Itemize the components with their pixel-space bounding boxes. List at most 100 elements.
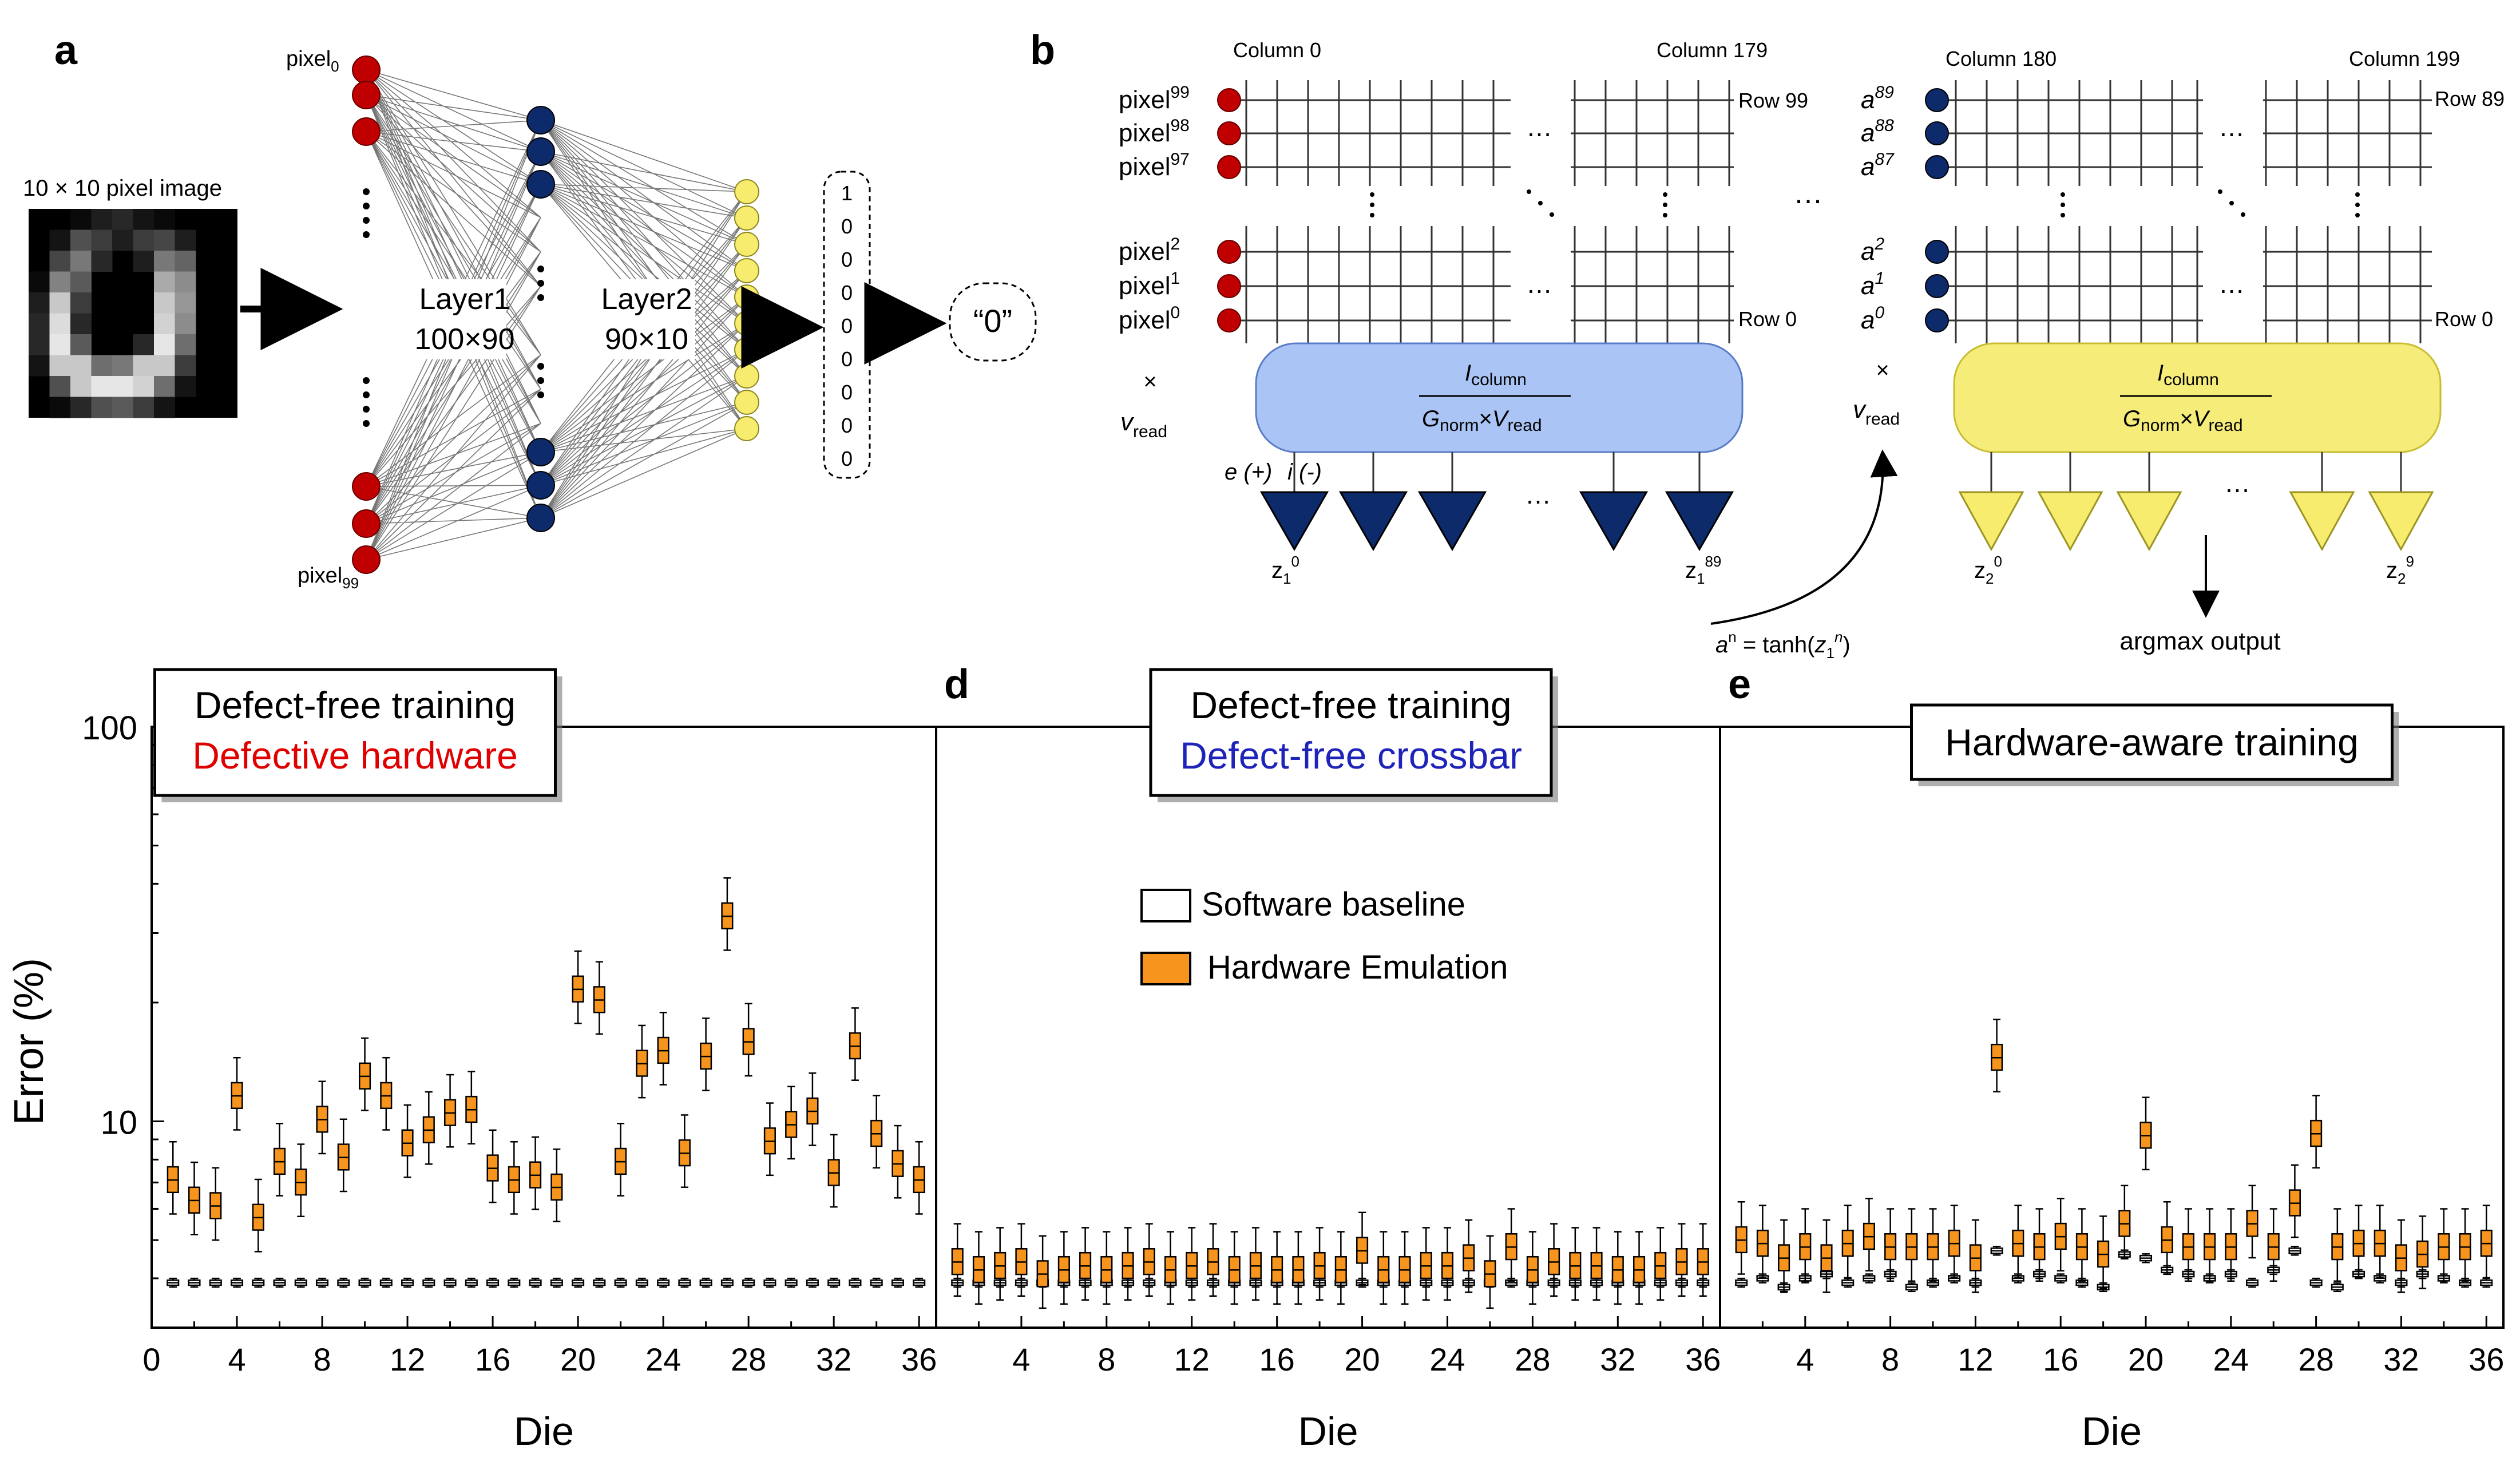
output-vector-value: 0 [841,447,853,470]
row-dots-bottom: … [2218,269,2245,299]
legend-swatch-hardware [1140,952,1191,985]
z2-first-label: z20 [1974,553,2002,587]
pixel-row-base: pixel [1119,272,1171,300]
neuron-triangle [1665,491,1734,552]
box2-denominator: Gnorm×Vread [2123,406,2243,435]
row-label-99: Row 99 [1738,89,1808,112]
pixel-cell [154,209,175,230]
panel-a: 10 × 10 pixel image pixel0 pixel99 Layer… [23,47,1037,592]
pixel-cell [49,271,71,293]
pixel-cell [175,355,196,377]
layer2-name: Layer2 [601,283,692,316]
a-row-label: a88 [1861,116,1894,147]
input-node [352,117,381,146]
output-vector-value: 0 [841,248,853,271]
pixel-cell [175,229,196,251]
pixel-cell [112,397,133,418]
input-node [352,509,381,538]
pixel-row-label: pixel97 [1119,150,1190,181]
pixel-row-label: pixel2 [1119,235,1180,266]
x-axis-label: Die [1298,1409,1358,1454]
pixel-cell [133,229,154,251]
vread-right: vread [1853,395,1900,429]
layer1-dims: 100×90 [415,323,515,356]
hidden-node [526,106,555,134]
a-row-base: a [1861,306,1875,334]
a-row-label: a2 [1861,235,1884,266]
pixel-cell [49,355,71,377]
pixel-cell [29,313,50,335]
panel-label-a: a [54,27,78,73]
x-tick-label: 8 [1881,1341,1899,1377]
pixel-row-index: 99 [1171,83,1190,102]
argmax-label: argmax output [2119,627,2280,655]
row-dots-top: … [1526,112,1552,142]
ellipsis-dot [537,377,544,384]
x-tick-label: 32 [816,1341,851,1377]
vertical-dot [2061,203,2065,207]
pixel-cell [133,376,154,397]
panel-label-e: e [1728,662,1751,707]
x-tick-label: 28 [731,1341,766,1377]
neuron-triangle [2037,491,2103,552]
x-tick-label: 4 [1012,1341,1030,1377]
box1-denominator: Gnorm×Vread [1422,406,1542,435]
pixel-cell [154,271,175,293]
pixel-cell [112,229,133,251]
pixel-cell [49,229,71,251]
pixel-cell [49,313,71,335]
vertical-dot [1663,213,1667,217]
pixel-cell [70,271,92,293]
a-row-label: a87 [1861,150,1895,181]
plot-frame [150,726,2505,1329]
network-nodes [352,56,759,574]
pixel-row-index: 1 [1171,269,1180,288]
hidden-node [526,471,555,500]
pixel-cell [29,355,50,377]
hidden-node [526,438,555,466]
pixel-cell [91,229,113,251]
dots-between-crossbars: … [1793,177,1823,210]
x-tick-label: 20 [2128,1341,2164,1377]
pixel-cell [112,355,133,377]
col-label-0: Column 0 [1233,38,1321,62]
input-dot-red [1217,240,1241,264]
normalization-box-1 [1255,342,1744,453]
output-node [734,337,759,362]
a-row-index: 87 [1875,150,1895,169]
output-node [734,258,759,283]
dots-tri1: … [1525,480,1551,509]
activation-label: an = tanh(z1n) [1715,628,1851,662]
a-row-base: a [1861,86,1875,114]
a-row-index: 89 [1875,83,1894,102]
box2-numerator: Icolumn [2157,361,2219,389]
pixel-cell [29,292,50,314]
pixel-row-label: pixel98 [1119,116,1190,147]
pixel-cell [175,271,196,293]
pixel-row-label: pixel99 [1119,83,1190,114]
output-vector-value: 0 [841,314,853,338]
input-node [352,545,381,574]
diagonal-dot [1527,189,1531,194]
input-dot-red [1217,121,1241,145]
pixel-cell [133,334,154,355]
vertical-dot [1370,192,1374,197]
pixel-row-base: pixel [1119,237,1171,266]
x-tick-label: 8 [1097,1341,1115,1377]
a-row-index: 0 [1875,303,1884,322]
panel-label-b: b [1030,27,1055,73]
ellipsis-dot [363,377,370,384]
pixel-cell [112,209,133,230]
legend-label-hardware: Hardware Emulation [1207,949,1508,986]
pixel-cell [175,313,196,335]
ellipsis-dot [363,231,370,238]
z1-first-label: z10 [1271,553,1299,587]
pixel-cell [49,251,71,272]
x-axis-label: Die [514,1409,574,1454]
x-tick-label: 20 [1344,1341,1380,1377]
legend-label-software: Software baseline [1202,886,1465,923]
input-node [352,81,381,109]
